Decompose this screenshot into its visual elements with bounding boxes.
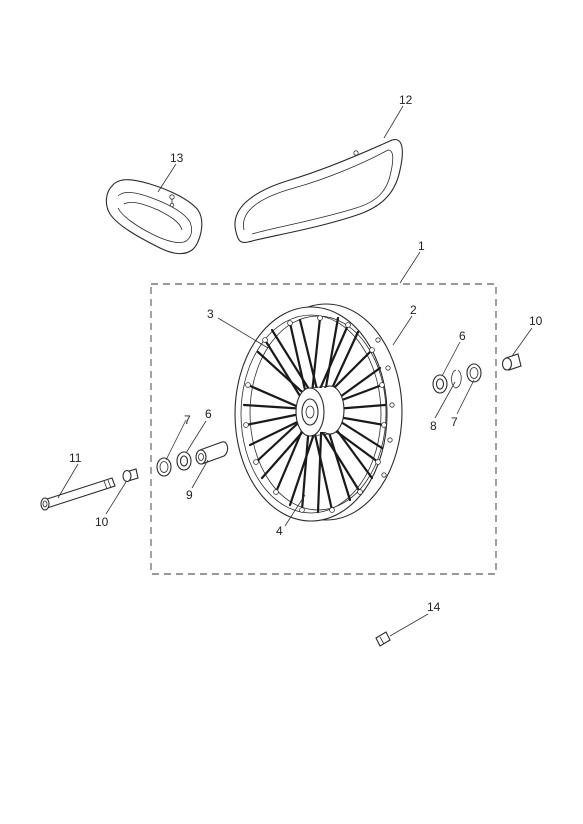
axle-spacer-left bbox=[122, 468, 139, 483]
callout-9: 9 bbox=[186, 488, 193, 502]
bearing-right bbox=[432, 374, 448, 394]
callout-2: 2 bbox=[410, 303, 417, 317]
callout-4: 4 bbox=[276, 524, 283, 538]
callout-13: 13 bbox=[170, 151, 184, 165]
spoke-nipples bbox=[243, 315, 395, 513]
leader-lines bbox=[57, 105, 533, 637]
wheel-assembly bbox=[234, 303, 403, 522]
inner-tube bbox=[105, 179, 203, 255]
tyre-valve bbox=[375, 631, 391, 647]
callout-labels: 1 2 3 4 6 6 7 7 8 9 10 10 11 12 13 14 bbox=[69, 93, 543, 614]
axle-spacer-right bbox=[501, 353, 522, 371]
callout-6-left: 6 bbox=[205, 407, 212, 421]
assembly-boundary bbox=[150, 283, 497, 575]
wheel-hub bbox=[295, 385, 345, 437]
callout-10-right: 10 bbox=[529, 314, 543, 328]
callout-11: 11 bbox=[69, 451, 82, 465]
circlip-right bbox=[451, 369, 462, 389]
spacer-left bbox=[195, 441, 229, 465]
callout-7-right: 7 bbox=[451, 415, 458, 429]
callout-8: 8 bbox=[430, 419, 437, 433]
callout-1: 1 bbox=[418, 239, 425, 253]
callout-10-left: 10 bbox=[95, 515, 109, 529]
bearing-left bbox=[176, 451, 192, 471]
seal-left bbox=[156, 457, 172, 477]
wheel-axle bbox=[40, 477, 116, 511]
callout-6-right: 6 bbox=[459, 329, 466, 343]
callout-12: 12 bbox=[399, 93, 413, 107]
callout-3: 3 bbox=[207, 307, 214, 321]
rim-tape bbox=[234, 138, 403, 244]
seal-right bbox=[466, 363, 482, 383]
callout-14: 14 bbox=[427, 600, 441, 614]
callout-7-left: 7 bbox=[184, 413, 191, 427]
